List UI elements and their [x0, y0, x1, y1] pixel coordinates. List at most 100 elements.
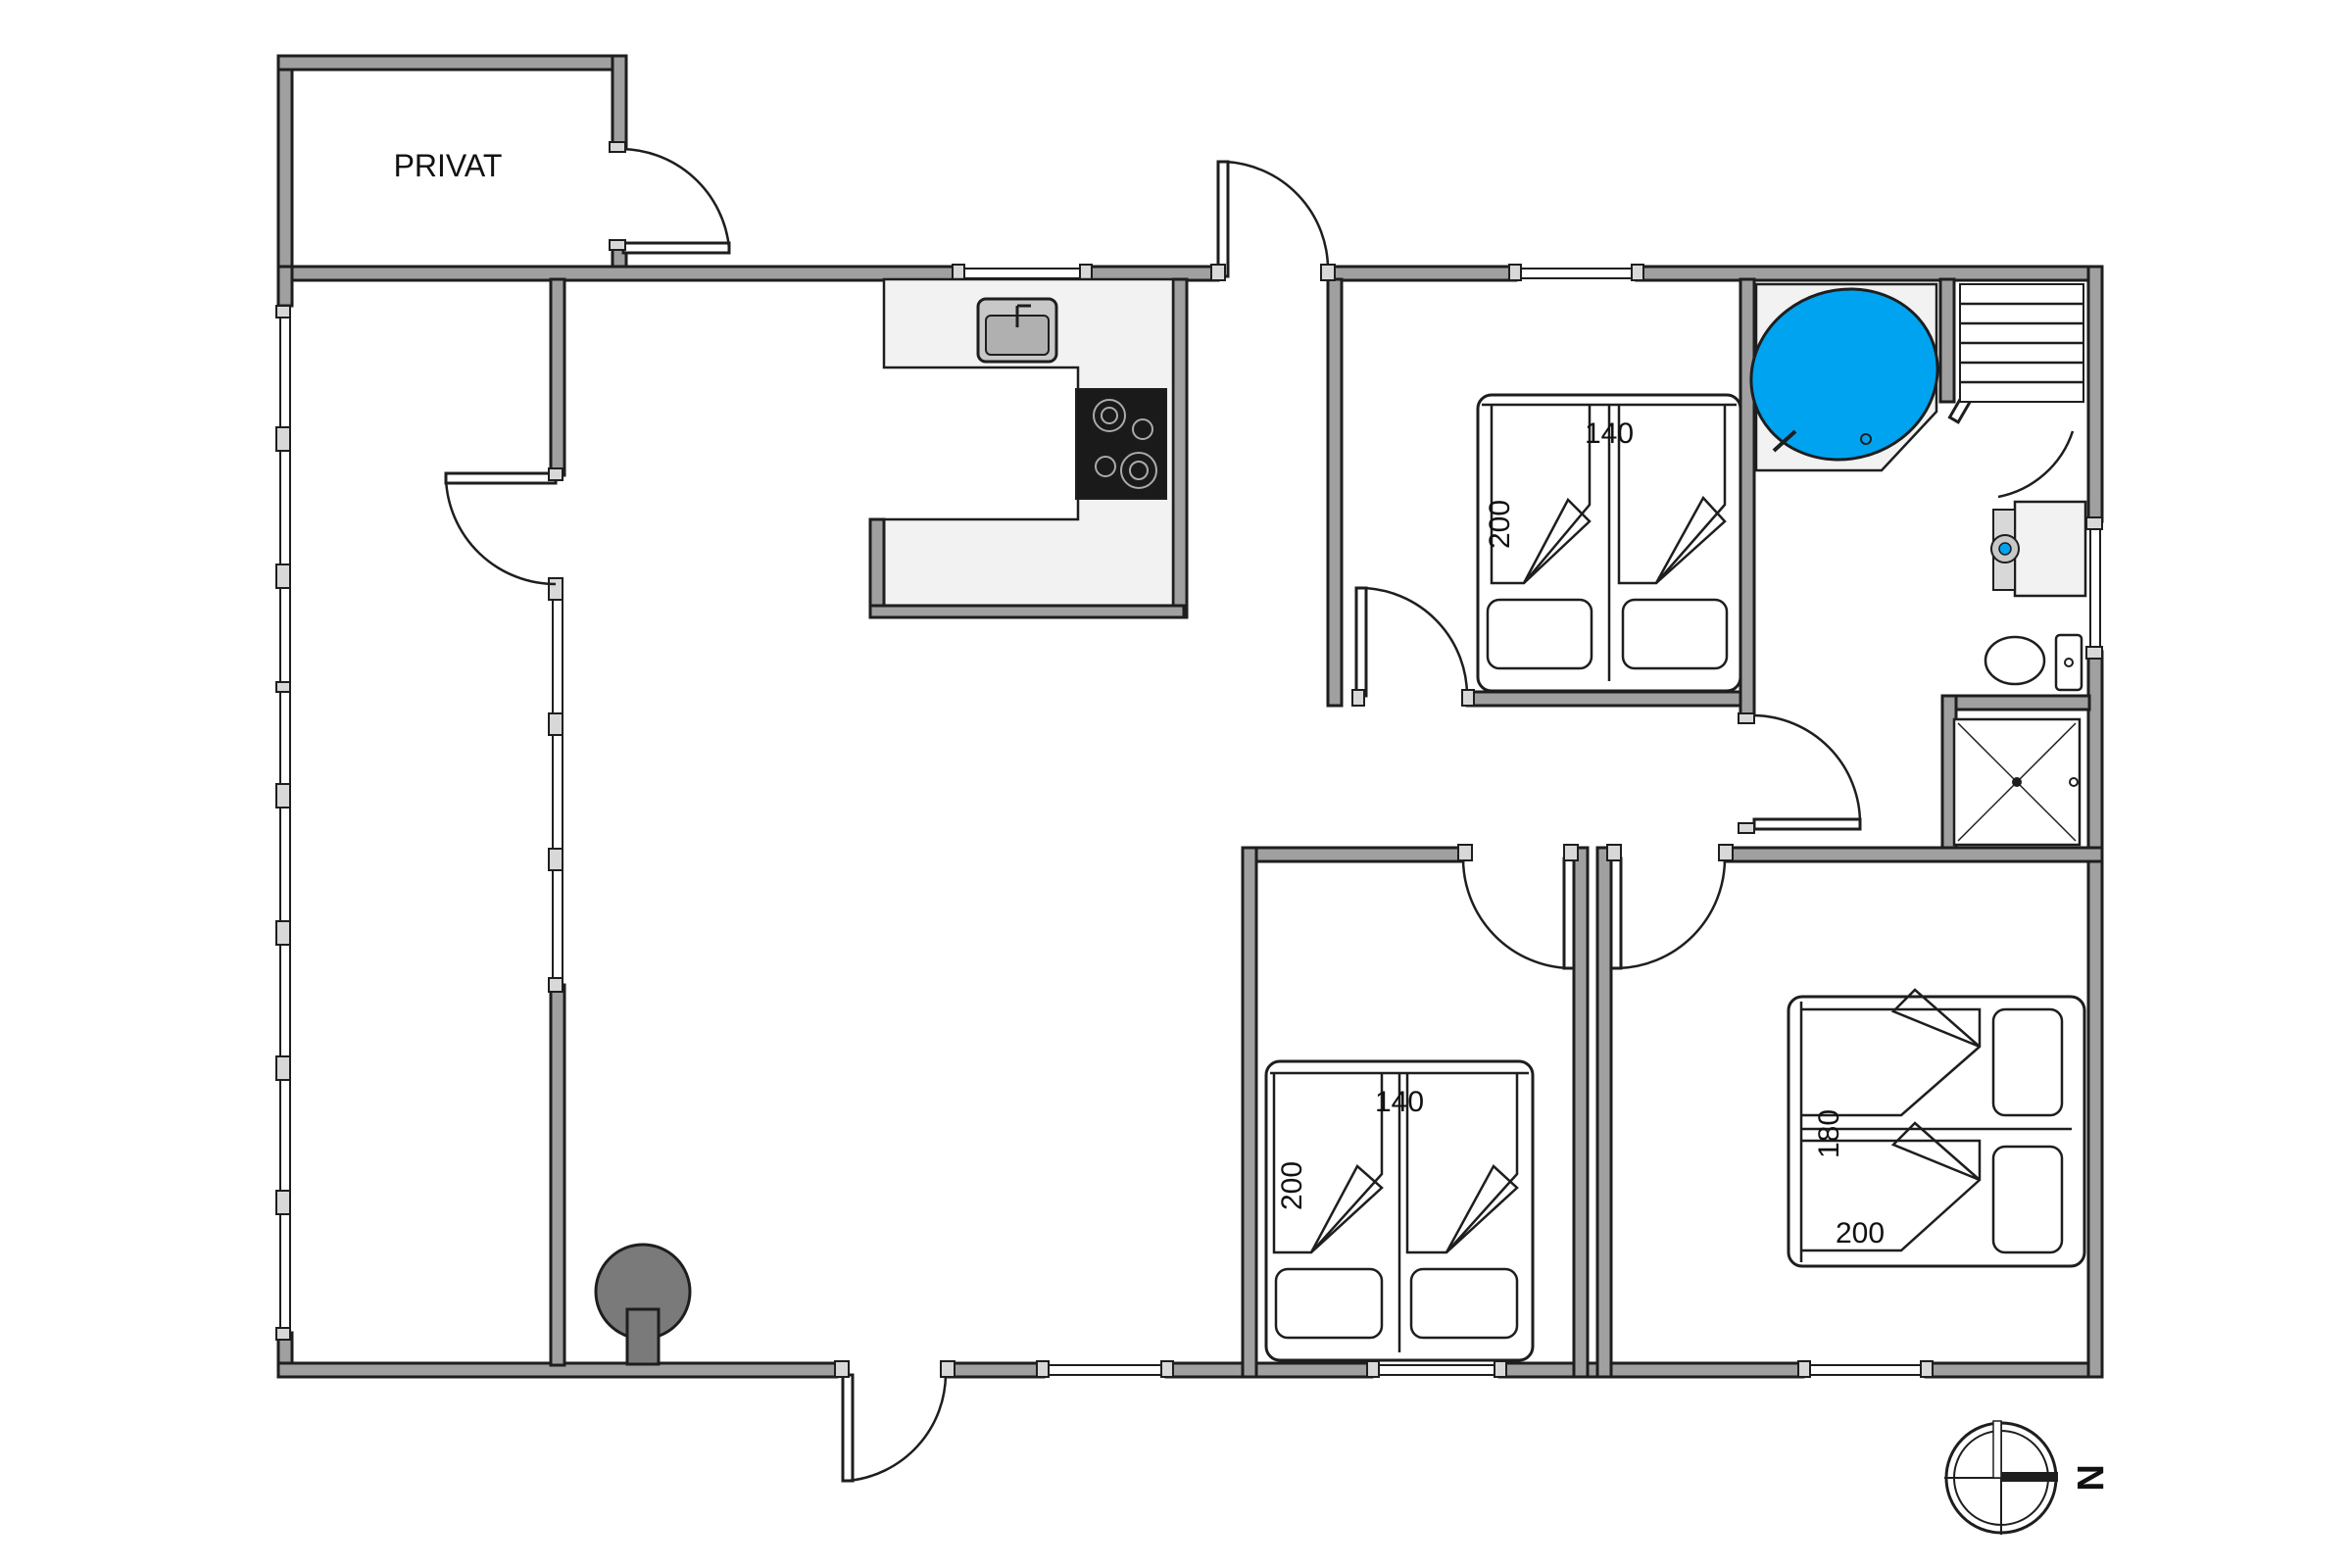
- pillow: [1621, 598, 1729, 670]
- door-bedroom2: [1457, 844, 1579, 970]
- jamb: [2085, 516, 2103, 530]
- spa-water: [1749, 287, 1939, 462]
- jamb: [275, 1190, 291, 1215]
- wall-top-4: [1635, 265, 2104, 282]
- door-bathroom: [1738, 712, 1862, 834]
- jamb: [275, 305, 291, 318]
- bed-2-width: 140: [1375, 1086, 1424, 1118]
- door-bottom-entrance: [834, 1360, 956, 1483]
- window-right-bath: [2089, 520, 2101, 653]
- wall-privat-top: [276, 54, 628, 72]
- jamb: [1160, 1360, 1174, 1378]
- wall-bottom-2: [944, 1361, 1046, 1379]
- jamb: [1920, 1360, 1934, 1378]
- window-top-bedroom1: [1515, 268, 1638, 279]
- jamb: [275, 564, 291, 589]
- wall-terrace-top: [549, 277, 566, 477]
- jamb: [1631, 264, 1644, 281]
- wall-kitchen-right: [1171, 277, 1189, 619]
- room-label-privat: PRIVAT: [394, 148, 503, 183]
- pillow: [1274, 1267, 1384, 1340]
- wall-privat-left: [276, 54, 294, 281]
- jamb: [952, 264, 965, 281]
- washing-machine-icon: [1990, 500, 2087, 598]
- wall-bath-right-side: [1940, 694, 2091, 711]
- kitchen: [868, 277, 1186, 619]
- window-left-terrace: [279, 305, 291, 1334]
- bed-1-length: 200: [1484, 500, 1516, 549]
- jamb: [1797, 1360, 1811, 1378]
- bed-2: 140 200: [1264, 1059, 1535, 1362]
- bed-1: 140 200: [1476, 393, 1742, 693]
- jamb: [548, 712, 564, 736]
- bed-2-length: 200: [1276, 1161, 1308, 1210]
- wall-bedroom3-left: [1595, 846, 1613, 1379]
- jamb: [2085, 646, 2103, 660]
- door-terrace: [444, 467, 564, 586]
- jamb: [1508, 264, 1522, 281]
- north-label: N: [2069, 1464, 2110, 1491]
- door-privat: [609, 141, 731, 255]
- wall-terrace-bottom: [549, 983, 566, 1367]
- wall-right-mid: [2086, 650, 2104, 1379]
- stove-icon: [594, 1243, 692, 1366]
- pillow: [1991, 1007, 2064, 1117]
- jamb: [548, 577, 564, 601]
- wall-bedroom2-right: [1572, 846, 1590, 1379]
- wall-bedroom3-top: [1723, 846, 2104, 863]
- wall-bedroom1-left: [1326, 277, 1344, 708]
- pillow: [1991, 1145, 2064, 1254]
- hob-icon: [1075, 388, 1167, 500]
- wall-bath-mid: [1938, 277, 1956, 404]
- wall-bedroom2-top-left: [1241, 846, 1465, 863]
- wall-bedroom2-left: [1241, 846, 1258, 1379]
- window-bottom-bedroom2: [1371, 1364, 1500, 1376]
- kitchen-counter-bottom: [868, 604, 1186, 619]
- jamb: [275, 681, 291, 693]
- bed-1-width: 140: [1585, 417, 1634, 450]
- window-top-kitchen: [958, 268, 1087, 279]
- north-arrow-icon: N: [1944, 1420, 2110, 1535]
- wall-privat-right-upper: [611, 54, 628, 151]
- wall-bottom-5: [1924, 1361, 2104, 1379]
- wall-right-upper: [2086, 265, 2104, 523]
- bed-3-width: 180: [1813, 1109, 1845, 1158]
- jamb: [275, 920, 291, 946]
- jamb: [548, 977, 564, 993]
- door-bedroom3: [1606, 844, 1734, 970]
- wall-top-1: [276, 265, 961, 282]
- jamb: [275, 1055, 291, 1081]
- door-top-entrance: [1210, 160, 1336, 281]
- wall-bedroom1-right: [1739, 277, 1756, 717]
- jamb: [1036, 1360, 1050, 1378]
- shower-icon: [1952, 717, 2082, 847]
- wall-bottom-3: [1164, 1361, 1374, 1379]
- wall-bottom-4: [1497, 1361, 1805, 1379]
- kitchen-counter: [873, 277, 1175, 610]
- wall-bedroom1-bottom: [1465, 690, 1743, 708]
- jamb: [1079, 264, 1093, 281]
- kitchen-counter-base: [868, 517, 886, 619]
- sink-icon: [976, 297, 1058, 364]
- jamb: [275, 783, 291, 808]
- window-terrace-partition: [552, 582, 564, 986]
- bathroom: [1749, 282, 2087, 847]
- bed-3-length: 200: [1836, 1217, 1885, 1250]
- window-bottom-living: [1043, 1364, 1167, 1376]
- jamb: [275, 426, 291, 452]
- window-jambs: [275, 264, 2103, 1378]
- pillow: [1409, 1267, 1519, 1340]
- wall-left-top: [276, 265, 294, 308]
- toilet-icon: [1984, 633, 2083, 692]
- pillow: [1486, 598, 1593, 670]
- window-bottom-bedroom3: [1802, 1364, 1927, 1376]
- jamb: [275, 1327, 291, 1341]
- jamb: [1366, 1360, 1380, 1378]
- wall-top-3: [1326, 265, 1518, 282]
- jamb: [1494, 1360, 1507, 1378]
- jamb: [548, 848, 564, 871]
- stairs: [1959, 283, 2084, 403]
- door-bedroom1: [1351, 586, 1475, 707]
- bed-3: 180 200: [1787, 988, 2086, 1268]
